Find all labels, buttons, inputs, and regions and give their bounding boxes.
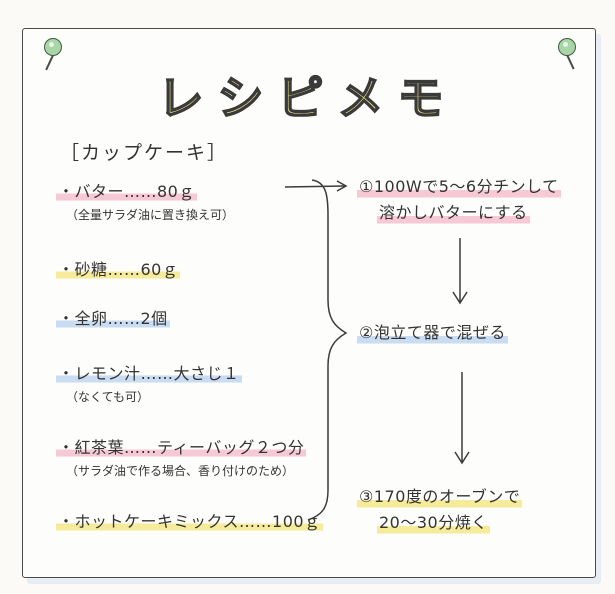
ingredient-tea: ・紅茶葉……ティーバッグ２つ分 <box>56 434 307 459</box>
ingredient-pancake-mix: ・ホットケーキミックス……100ｇ <box>56 508 323 533</box>
ingredient-text: ・砂糖……60ｇ <box>56 256 181 281</box>
ingredient-text: ・紅茶葉……ティーバッグ２つ分 <box>56 434 307 459</box>
ingredient-text: ・レモン汁……大さじ１ <box>56 360 242 385</box>
ingredient-lemon: ・レモン汁……大さじ１ <box>56 360 242 385</box>
step-text: ②泡立て器で混ぜる <box>357 320 508 346</box>
step-3: ③170度のオーブンで 20～30分焼く <box>357 484 523 536</box>
pushpin-icon <box>44 38 62 56</box>
ingredient-egg: ・全卵……2個 <box>56 305 170 330</box>
page-title: レシピメモ <box>157 70 458 126</box>
step-1: ①100Wで5～6分チンして 溶かしバターにする <box>357 174 561 226</box>
ingredient-butter: ・バター……80ｇ <box>56 178 197 203</box>
ingredient-note: （なくても可） <box>66 390 150 404</box>
recipe-name: ［カップケーキ］ <box>60 142 229 164</box>
step-2: ②泡立て器で混ぜる <box>357 320 508 346</box>
step-text: 溶かしバターにする <box>377 200 530 226</box>
ingredient-text: ・全卵……2個 <box>56 305 170 330</box>
ingredient-sugar: ・砂糖……60ｇ <box>56 256 181 281</box>
ingredient-text: ・ホットケーキミックス……100ｇ <box>56 508 323 533</box>
step-text: ①100Wで5～6分チンして <box>357 174 561 200</box>
ingredient-note: （全量サラダ油に置き換え可） <box>66 208 235 222</box>
step-text: ③170度のオーブンで <box>357 484 523 510</box>
ingredient-text: ・バター……80ｇ <box>56 178 197 203</box>
step-text: 20～30分焼く <box>377 510 490 536</box>
pushpin-icon <box>558 38 576 56</box>
ingredient-note: （サラダ油で作る場合、香り付けのため） <box>66 464 295 478</box>
